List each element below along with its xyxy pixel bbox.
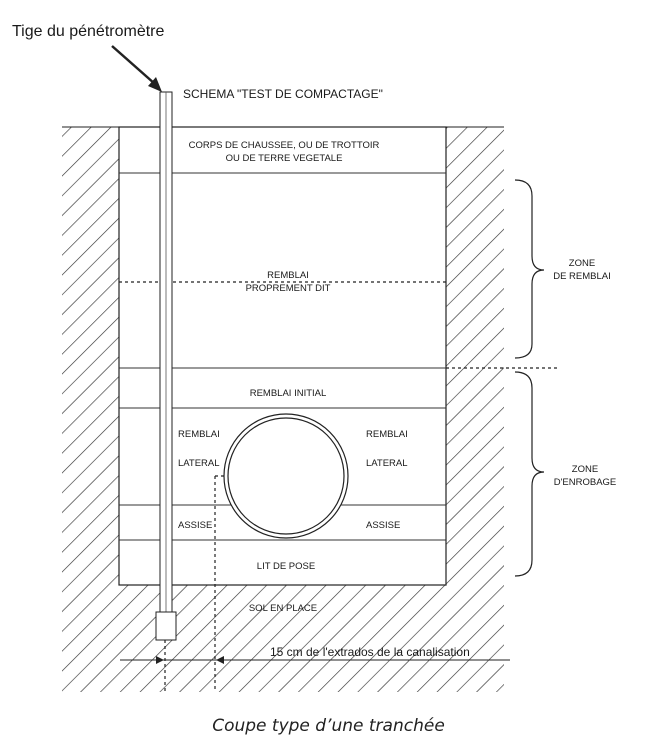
soil-hatching — [62, 127, 504, 692]
left-lateral-label: LATERAL — [178, 458, 220, 469]
layer-remblai-label-2: PROPREMENT DIT — [246, 283, 331, 294]
pipe — [223, 413, 349, 539]
right-remblai-label: REMBLAI — [366, 429, 408, 440]
rod-tip — [155, 611, 177, 641]
left-remblai-label: REMBLAI — [178, 429, 220, 440]
brace-enrobage — [514, 371, 545, 577]
dimension-label: 15 cm de l'extrados de la canalisation — [270, 645, 470, 659]
layer-remblai-initial-label: REMBLAI INITIAL — [250, 388, 327, 399]
diagram-caption: Coupe type d’une tranchée — [212, 716, 445, 736]
layer-top-label-1: CORPS DE CHAUSSEE, OU DE TROTTOIR — [189, 140, 380, 151]
soil-right — [446, 127, 504, 692]
zone-enrobage-label-1: ZONE — [572, 464, 598, 475]
schema-title: SCHEMA "TEST DE COMPACTAGE" — [183, 87, 383, 101]
penetrometer-rod — [155, 91, 177, 641]
zone-enrobage-label-2: D'ENROBAGE — [554, 477, 617, 488]
pointer-arrow — [111, 45, 162, 92]
brace-remblai — [514, 179, 545, 359]
layer-remblai-label-1: REMBLAI — [267, 270, 309, 281]
dashed-lines — [119, 281, 560, 692]
left-assise-label: ASSISE — [178, 520, 212, 531]
zone-braces — [514, 179, 545, 577]
lit-de-pose-label: LIT DE POSE — [257, 561, 315, 572]
rod-pointer-label: Tige du pénétromètre — [12, 23, 164, 40]
layer-lines — [119, 172, 446, 541]
right-lateral-label: LATERAL — [366, 458, 408, 469]
soil-left — [62, 127, 119, 692]
sol-en-place-label: SOL EN PLACE — [249, 603, 317, 614]
right-assise-label: ASSISE — [366, 520, 400, 531]
zone-remblai-label-1: ZONE — [569, 258, 595, 269]
layer-top-label-2: OU DE TERRE VEGETALE — [226, 153, 343, 164]
pipe-inner — [227, 417, 345, 535]
pipe-outer — [223, 413, 349, 539]
zone-remblai-label-2: DE REMBLAI — [553, 271, 611, 282]
